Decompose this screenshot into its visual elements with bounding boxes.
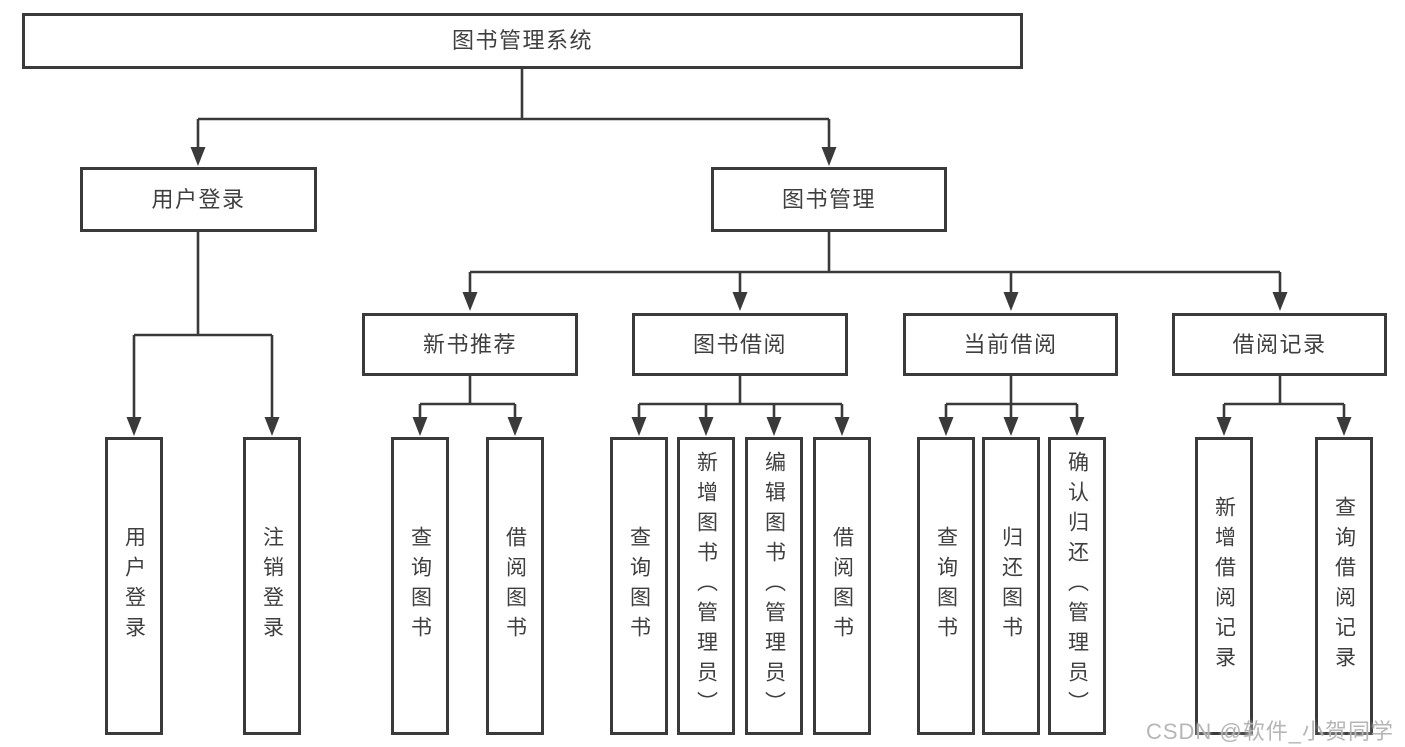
leaf-query-books-recommend: 查询图书: [391, 437, 449, 735]
node-book-management: 图书管理: [711, 167, 947, 232]
node-root-system: 图书管理系统: [22, 13, 1023, 69]
leaf-query-books-borrow: 查询图书: [610, 437, 668, 735]
node-new-book-recommend: 新书推荐: [362, 313, 578, 376]
leaf-add-borrow-record: 新增借阅记录: [1195, 437, 1253, 735]
leaf-logout: 注销登录: [243, 437, 301, 735]
csdn-watermark: CSDN @软件_小贺同学: [1145, 719, 1394, 744]
leaf-user-login: 用户登录: [105, 437, 163, 735]
node-borrow-records: 借阅记录: [1172, 313, 1387, 376]
node-book-borrow: 图书借阅: [632, 313, 848, 376]
leaf-confirm-return-admin: 确认归还（管理员）: [1048, 437, 1106, 735]
leaf-query-borrow-record: 查询借阅记录: [1315, 437, 1373, 735]
leaf-return-book: 归还图书: [982, 437, 1040, 735]
node-user-login: 用户登录: [80, 167, 317, 232]
leaf-borrow-books-recommend: 借阅图书: [486, 437, 544, 735]
leaf-edit-book-admin: 编辑图书（管理员）: [745, 437, 803, 735]
leaf-borrow-books: 借阅图书: [813, 437, 871, 735]
leaf-add-book-admin: 新增图书（管理员）: [677, 437, 735, 735]
node-current-borrow: 当前借阅: [903, 313, 1118, 376]
leaf-query-books-current: 查询图书: [917, 437, 975, 735]
